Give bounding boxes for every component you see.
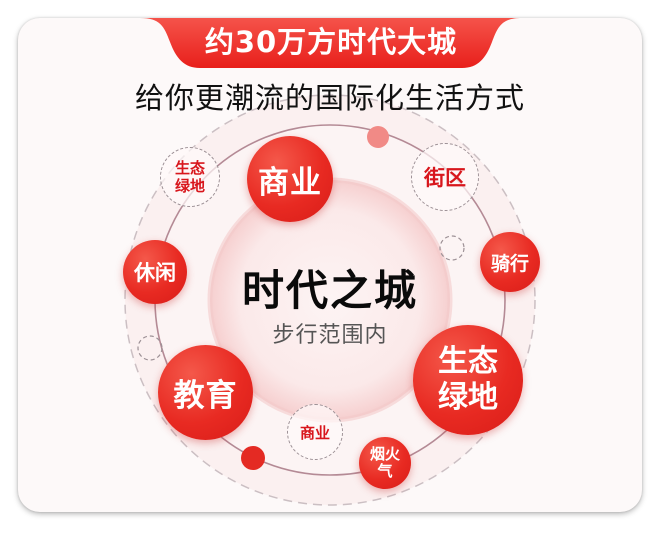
red-dot: [241, 446, 265, 470]
bubble-eco-small: 生态绿地: [160, 147, 220, 207]
page-subtitle: 给你更潮流的国际化生活方式: [134, 81, 525, 115]
infographic-card: 约30万方时代大城 给你更潮流的国际化生活方式 时代之城 步行范围内 商业 生态…: [18, 18, 642, 512]
small-dashed-dot-left: [137, 335, 163, 361]
center-subtitle: 步行范围内: [272, 323, 388, 348]
bubble-leisure: 休闲: [123, 240, 187, 304]
bubble-commerce-main: 商业: [247, 136, 333, 222]
top-banner: 约30万方时代大城: [140, 18, 522, 68]
bubble-vibe: 烟火气: [359, 437, 411, 489]
pink-dot: [367, 126, 389, 148]
bubble-cycling: 骑行: [480, 232, 540, 292]
small-dashed-dot-right: [439, 235, 465, 261]
bubble-eco-large: 生态绿地: [413, 325, 523, 435]
center-title: 时代之城: [241, 266, 418, 315]
banner-title: 约30万方时代大城: [204, 25, 458, 59]
bubble-education: 教育: [158, 345, 253, 440]
outer-dashed-ring: [124, 94, 536, 506]
bubble-street: 街区: [411, 143, 479, 211]
inner-circle: [210, 180, 450, 420]
bubble-commerce-small: 商业: [287, 404, 343, 460]
